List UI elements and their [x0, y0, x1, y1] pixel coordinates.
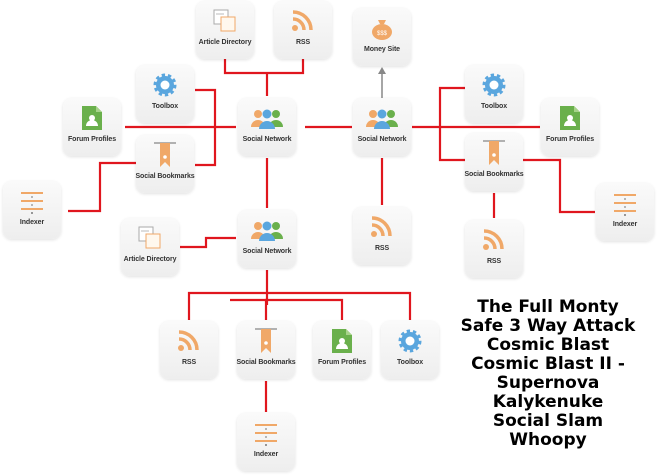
- node-label: RSS: [181, 359, 197, 366]
- node-label: Social Network: [357, 136, 407, 143]
- node-social-network[interactable]: Social Network: [238, 210, 296, 268]
- node-label: Indexer: [19, 219, 45, 226]
- title-line: Cosmic Blast: [486, 335, 610, 355]
- node-label: Social Bookmarks: [135, 173, 195, 180]
- node-rss[interactable]: RSS: [274, 1, 332, 59]
- rss-icon: [286, 6, 320, 36]
- node-social-bookmarks[interactable]: Social Bookmarks: [236, 321, 296, 379]
- connection-wire: [68, 161, 136, 213]
- title-line: Cosmic Blast II -: [471, 354, 625, 374]
- node-label: RSS: [374, 245, 390, 252]
- node-rss[interactable]: RSS: [353, 207, 411, 265]
- node-label: Forum Profiles: [68, 136, 116, 143]
- node-toolbox[interactable]: Toolbox: [136, 65, 194, 123]
- people-icon: [250, 103, 284, 133]
- title-line: Social Slam: [492, 411, 604, 431]
- node-rss[interactable]: RSS: [465, 220, 523, 278]
- node-label: Forum Profiles: [318, 359, 366, 366]
- node-toolbox[interactable]: Toolbox: [465, 65, 523, 123]
- node-label: Social Bookmarks: [236, 359, 296, 366]
- node-label: Toolbox: [397, 359, 423, 366]
- title-line: Supernova: [496, 373, 600, 393]
- node-forum-profiles[interactable]: Forum Profiles: [541, 98, 599, 156]
- indexer-icon: [608, 188, 642, 218]
- node-indexer[interactable]: Indexer: [596, 183, 654, 241]
- node-label: Toolbox: [152, 103, 178, 110]
- node-label: Money Site: [364, 46, 400, 53]
- node-money-site[interactable]: $$$ Money Site: [353, 8, 411, 66]
- bookmark-icon: [249, 326, 283, 356]
- node-label: Social Bookmarks: [464, 171, 524, 178]
- svg-text:$$$: $$$: [377, 31, 388, 37]
- people-icon: [250, 215, 284, 245]
- node-label: Indexer: [612, 221, 638, 228]
- node-forum-profiles[interactable]: Forum Profiles: [313, 321, 371, 379]
- gear-icon: [393, 326, 427, 356]
- node-article-directory[interactable]: Article Directory: [196, 1, 254, 59]
- forum-profile-icon: [325, 326, 359, 356]
- connection-wire: [438, 86, 465, 162]
- indexer-icon: [249, 418, 283, 448]
- connection-wire: [223, 58, 305, 75]
- node-article-directory[interactable]: Article Directory: [121, 218, 179, 276]
- connection-wire: [187, 291, 412, 320]
- rss-icon: [172, 326, 206, 356]
- connection-wire: [195, 88, 217, 167]
- article-directory-icon: [133, 223, 167, 253]
- node-label: Social Network: [242, 136, 292, 143]
- node-social-bookmarks[interactable]: Social Bookmarks: [464, 133, 524, 191]
- node-label: Social Network: [242, 248, 292, 255]
- node-label: Indexer: [253, 451, 279, 458]
- article-directory-icon: [208, 6, 242, 36]
- node-toolbox[interactable]: Toolbox: [381, 321, 439, 379]
- forum-profile-icon: [75, 103, 109, 133]
- node-label: Toolbox: [481, 103, 507, 110]
- gear-icon: [477, 70, 511, 100]
- forum-profile-icon: [553, 103, 587, 133]
- node-social-network[interactable]: Social Network: [238, 98, 296, 156]
- node-label: Forum Profiles: [546, 136, 594, 143]
- node-rss[interactable]: RSS: [160, 321, 218, 379]
- node-indexer[interactable]: Indexer: [237, 413, 295, 471]
- title-line: The Full Monty: [477, 297, 619, 317]
- money-bag-icon: $$$: [365, 13, 399, 43]
- title-line: Whoopy: [509, 430, 587, 450]
- gear-icon: [148, 70, 182, 100]
- node-indexer[interactable]: Indexer: [3, 181, 61, 239]
- bookmark-icon: [148, 140, 182, 170]
- bookmark-icon: [477, 138, 511, 168]
- package-title-list: The Full Monty Safe 3 Way Attack Cosmic …: [420, 298, 657, 450]
- node-label: Article Directory: [123, 256, 177, 263]
- arrowhead: [378, 67, 386, 74]
- indexer-icon: [15, 186, 49, 216]
- node-social-network[interactable]: Social Network: [353, 98, 411, 156]
- node-label: Article Directory: [198, 39, 252, 46]
- title-line: Safe 3 Way Attack: [460, 316, 636, 336]
- connection-wire: [523, 158, 595, 214]
- people-icon: [365, 103, 399, 133]
- title-line: Kalykenuke: [492, 392, 604, 412]
- node-label: RSS: [486, 258, 502, 265]
- connection-wire: [264, 298, 344, 320]
- rss-icon: [365, 212, 399, 242]
- connection-wire: [180, 236, 236, 249]
- node-forum-profiles[interactable]: Forum Profiles: [63, 98, 121, 156]
- node-social-bookmarks[interactable]: Social Bookmarks: [135, 135, 195, 193]
- rss-icon: [477, 225, 511, 255]
- node-label: RSS: [295, 39, 311, 46]
